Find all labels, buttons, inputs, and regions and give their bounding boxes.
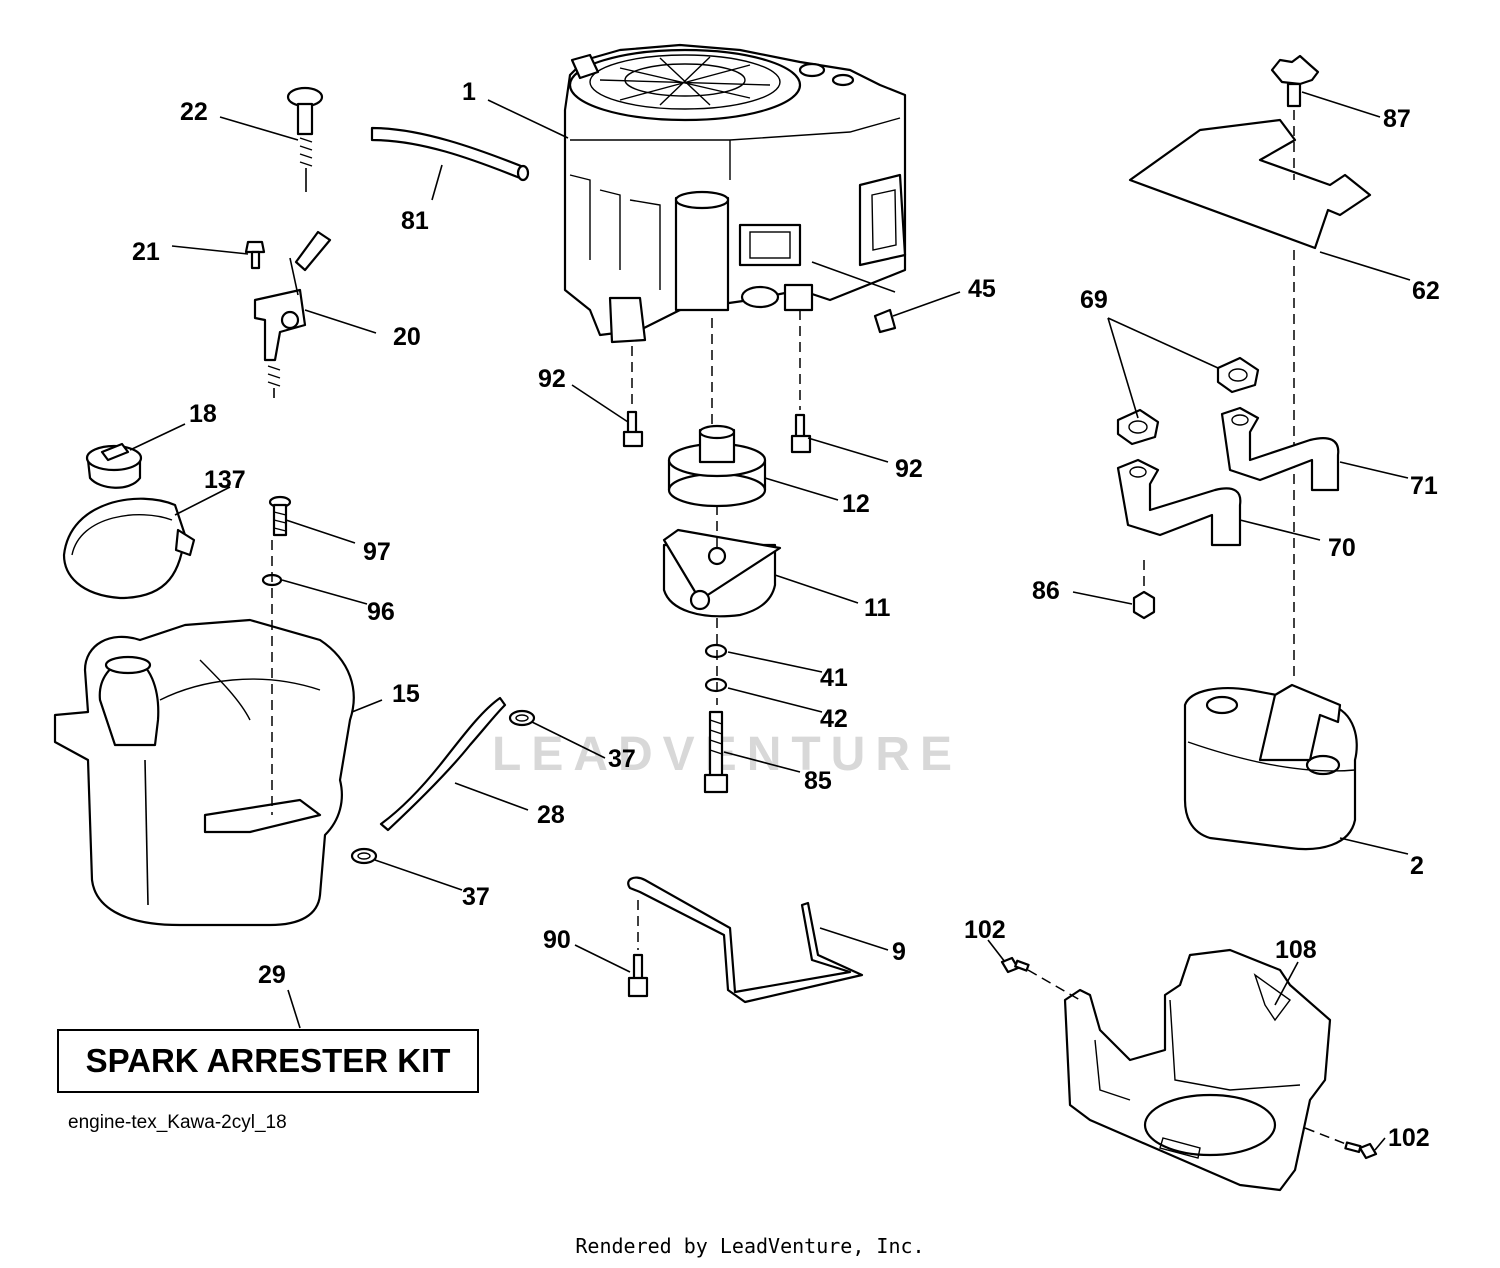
callout-81[interactable]: 81 (401, 207, 429, 235)
dipstick-part[interactable] (286, 86, 324, 192)
nut-part[interactable] (1132, 590, 1156, 620)
bolt-part[interactable] (1344, 1141, 1378, 1160)
gasket-part[interactable] (1216, 356, 1260, 394)
callout-18[interactable]: 18 (189, 400, 217, 428)
bolt-part[interactable] (622, 410, 644, 448)
gasket-part[interactable] (1116, 408, 1160, 446)
knob-part[interactable] (1270, 54, 1320, 108)
callout-42[interactable]: 42 (820, 705, 848, 733)
bolt-part[interactable] (790, 413, 812, 454)
bolt-part[interactable] (244, 240, 266, 270)
bracket-part[interactable] (627, 876, 864, 1004)
callout-12[interactable]: 12 (842, 490, 870, 518)
callout-28[interactable]: 28 (537, 801, 565, 829)
callout-29[interactable]: 29 (258, 961, 286, 989)
leader-lines (129, 91, 1411, 1151)
footer-credit: Rendered by LeadVenture, Inc. (575, 1234, 925, 1258)
callout-102-right[interactable]: 102 (1388, 1124, 1430, 1152)
callout-87[interactable]: 87 (1383, 105, 1411, 133)
callout-108[interactable]: 108 (1275, 936, 1317, 964)
callout-62[interactable]: 62 (1412, 277, 1440, 305)
callout-92-right[interactable]: 92 (895, 455, 923, 483)
clamp-part[interactable] (508, 709, 536, 727)
callout-96[interactable]: 96 (367, 598, 395, 626)
watermark: LEADVENTURE (492, 728, 962, 781)
filter-part[interactable] (62, 497, 196, 600)
callout-labels: 1 2 9 11 12 15 18 20 21 22 28 29 37 37 4… (132, 78, 1440, 1152)
pulley-part[interactable] (667, 424, 767, 508)
drain-plug-part[interactable] (873, 291, 961, 334)
callout-22[interactable]: 22 (180, 98, 208, 126)
hose-part[interactable] (370, 126, 528, 180)
throttle-control-part[interactable] (253, 230, 332, 398)
clutch-part[interactable] (662, 505, 782, 618)
engine-guard-part[interactable] (1063, 948, 1332, 1192)
heat-shield-part[interactable] (1128, 118, 1372, 250)
callout-45[interactable]: 45 (968, 275, 996, 303)
bolt-part[interactable] (1000, 956, 1030, 974)
callout-70[interactable]: 70 (1328, 534, 1356, 562)
muffler-part[interactable] (1183, 683, 1358, 851)
callout-1[interactable]: 1 (462, 78, 476, 106)
callout-85[interactable]: 85 (804, 767, 832, 795)
callout-92-left[interactable]: 92 (538, 365, 566, 393)
callout-86[interactable]: 86 (1032, 577, 1060, 605)
callout-137[interactable]: 137 (204, 466, 246, 494)
callout-69[interactable]: 69 (1080, 286, 1108, 314)
callout-20[interactable]: 20 (393, 323, 421, 351)
clamp-part[interactable] (350, 847, 378, 865)
exhaust-pipe-part[interactable] (1116, 458, 1242, 547)
washer-part[interactable] (704, 677, 728, 693)
callout-37-upper[interactable]: 37 (608, 745, 636, 773)
diagram-code: engine-tex_Kawa-2cyl_18 (68, 1112, 287, 1133)
callout-41[interactable]: 41 (820, 664, 848, 692)
fuel-cap-part[interactable] (85, 442, 143, 489)
engine-part[interactable] (563, 43, 907, 344)
callout-9[interactable]: 9 (892, 938, 906, 966)
screw-part[interactable] (268, 495, 292, 537)
fuel-line-part[interactable] (379, 696, 507, 832)
callout-90[interactable]: 90 (543, 926, 571, 954)
callout-97[interactable]: 97 (363, 538, 391, 566)
callout-15[interactable]: 15 (392, 680, 420, 708)
callout-37-lower[interactable]: 37 (462, 883, 490, 911)
callout-21[interactable]: 21 (132, 238, 160, 266)
fuel-tank-part[interactable] (53, 540, 355, 927)
callout-102-left[interactable]: 102 (964, 916, 1006, 944)
bolt-part[interactable] (703, 710, 729, 794)
bolt-part[interactable] (627, 953, 649, 998)
callout-2[interactable]: 2 (1410, 852, 1424, 880)
washer-part[interactable] (704, 643, 728, 659)
spark-arrester-kit-label[interactable]: SPARK ARRESTER KIT (57, 1029, 479, 1093)
exhaust-pipe-part[interactable] (1220, 406, 1340, 492)
callout-71[interactable]: 71 (1410, 472, 1438, 500)
callout-11[interactable]: 11 (864, 594, 891, 622)
